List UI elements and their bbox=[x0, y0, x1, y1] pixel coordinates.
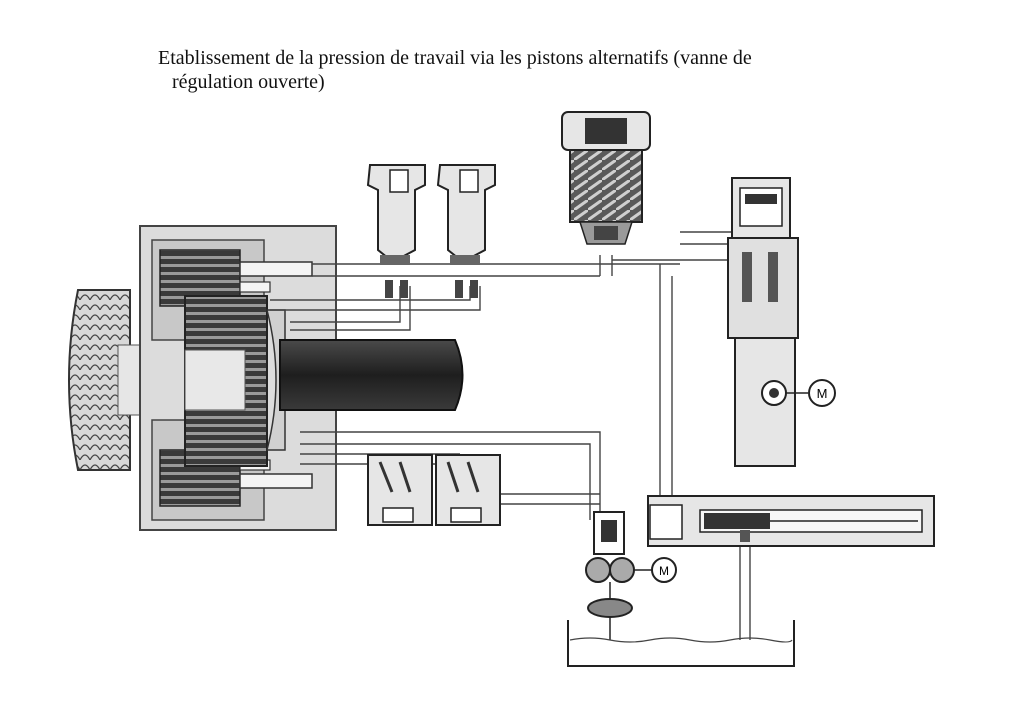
piston-3 bbox=[367, 454, 433, 526]
motor-bottom: M bbox=[651, 557, 677, 583]
caption-line-2: régulation ouverte) bbox=[172, 71, 325, 93]
check-valve bbox=[593, 511, 625, 555]
piston-4 bbox=[435, 454, 501, 526]
output-shaft bbox=[184, 339, 464, 411]
pressure-regulating-valve bbox=[727, 177, 808, 467]
gear-pump bbox=[585, 557, 652, 583]
hydraulic-lines bbox=[270, 231, 751, 640]
pressure-accumulator bbox=[647, 495, 935, 547]
solenoid-control-valve bbox=[561, 111, 651, 245]
motor-right: M bbox=[808, 379, 836, 407]
upper-reciprocating-pistons bbox=[366, 164, 496, 298]
oil-reservoir bbox=[567, 620, 795, 667]
suction-filter bbox=[587, 582, 633, 640]
motor-bottom-label: M bbox=[659, 564, 669, 578]
lower-reciprocating-pistons bbox=[367, 454, 501, 526]
piston-2 bbox=[436, 164, 496, 298]
figure-caption: Etablissement de la pression de travail … bbox=[158, 46, 918, 94]
caption-line-1: Etablissement de la pression de travail … bbox=[158, 47, 752, 69]
piston-1 bbox=[366, 164, 426, 298]
motor-right-label: M bbox=[817, 386, 828, 401]
